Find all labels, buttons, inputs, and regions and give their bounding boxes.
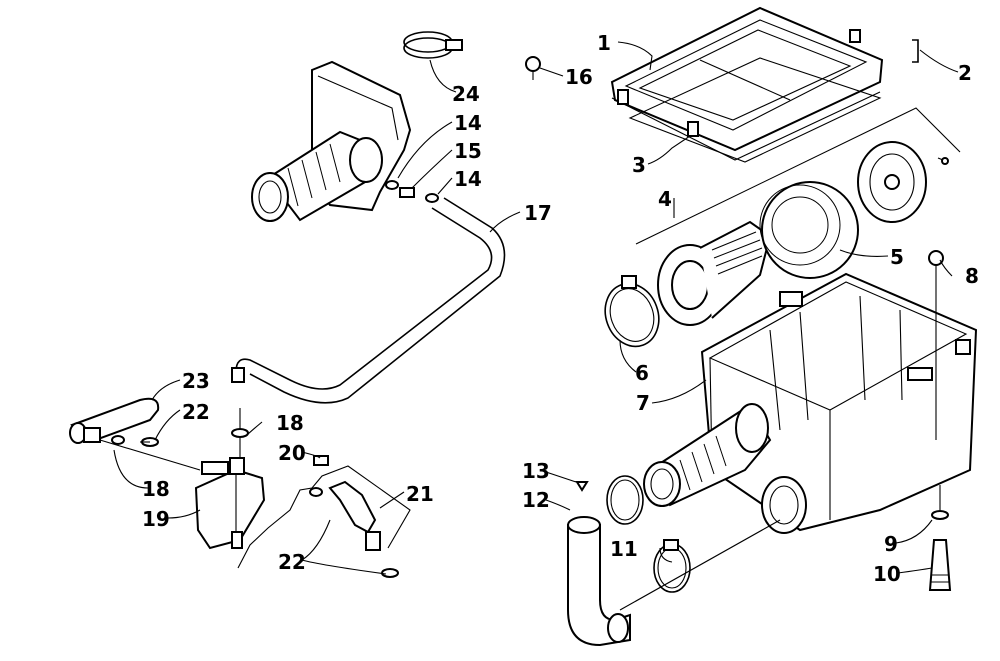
- part-1-airbox-cover: [610, 6, 884, 161]
- filter-end-cap: [857, 141, 927, 223]
- part-11-clamps: [606, 475, 691, 593]
- callout-12: 12: [522, 488, 550, 512]
- part-5-foam-filter: [759, 181, 859, 279]
- callout-22a: 22: [182, 400, 210, 424]
- callout-10: 10: [873, 562, 901, 586]
- part-20-fitting: [313, 455, 329, 466]
- part-16-screw: [525, 56, 541, 80]
- callout-20: 20: [278, 441, 306, 465]
- part-4-filter-cage: [657, 220, 772, 326]
- part-14-15-fittings: [385, 180, 439, 203]
- part-8-screw: [928, 250, 944, 440]
- callout-21: 21: [406, 482, 434, 506]
- part-7-airbox-housing: [700, 272, 978, 532]
- part-12-elbow-hose: [567, 516, 631, 647]
- callout-17: 17: [524, 201, 552, 225]
- callout-18b: 18: [142, 477, 170, 501]
- part-2-clip: [912, 39, 919, 63]
- filter-group-bracket: [635, 107, 961, 245]
- callout-1: 1: [597, 31, 611, 55]
- part-13-screw: [575, 481, 589, 492]
- callout-14a: 14: [454, 111, 482, 135]
- callout-labels: 1 2 3 4 5 6 7 8 9 10 11 12 13 14 15 14 1…: [142, 31, 979, 586]
- callout-23: 23: [182, 369, 210, 393]
- airbox-inlet-tube: [643, 403, 772, 507]
- callout-18a: 18: [276, 411, 304, 435]
- callout-5: 5: [890, 245, 904, 269]
- callout-8: 8: [965, 264, 979, 288]
- callout-15: 15: [454, 139, 482, 163]
- callout-3: 3: [632, 153, 646, 177]
- part-17-breather-hose: [231, 197, 506, 404]
- callout-2: 2: [958, 61, 972, 85]
- callout-14b: 14: [454, 167, 482, 191]
- part-19-separator: [194, 408, 266, 550]
- intake-duct-assembly: [251, 60, 412, 222]
- part-18-clamps: [111, 435, 125, 445]
- callout-4: 4: [658, 187, 672, 211]
- callout-9: 9: [884, 532, 898, 556]
- callout-22b: 22: [278, 550, 306, 574]
- callout-7: 7: [636, 391, 650, 415]
- part-21-hose-kit: [237, 465, 411, 569]
- part-23-hose: [69, 397, 160, 444]
- callout-13: 13: [522, 459, 550, 483]
- callout-24: 24: [452, 82, 480, 106]
- callout-6: 6: [635, 361, 649, 385]
- part-3-gasket: [628, 57, 882, 163]
- part-6-clamp: [604, 275, 660, 348]
- callout-19: 19: [142, 507, 170, 531]
- callout-11: 11: [610, 537, 638, 561]
- leader-lines: [99, 41, 959, 575]
- airbox-outlet-port: [761, 476, 807, 534]
- part-24-clamp: [403, 31, 463, 59]
- callout-16: 16: [565, 65, 593, 89]
- part-9-10-drain: [928, 485, 952, 591]
